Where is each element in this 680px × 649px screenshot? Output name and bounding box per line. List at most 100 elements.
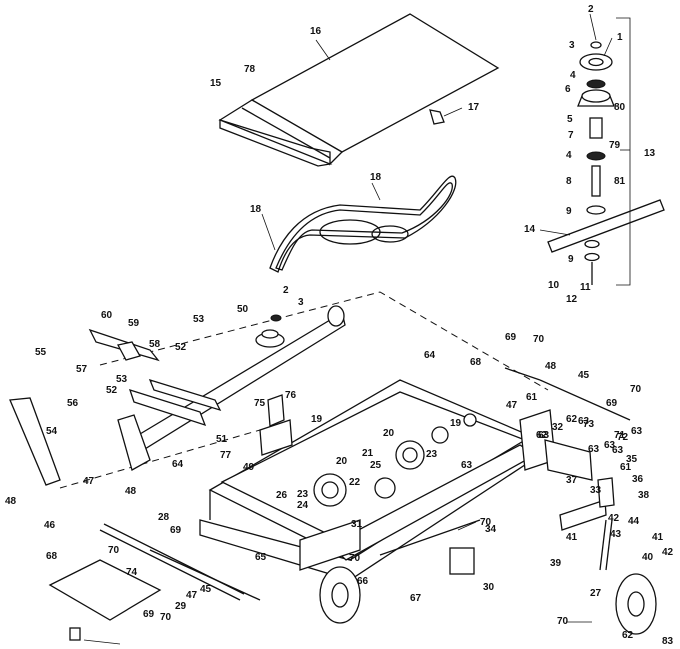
callout: 72 (617, 432, 629, 443)
linkage-rods (99, 519, 481, 601)
callout: 60 (101, 310, 113, 321)
spindle-assembly (547, 17, 665, 286)
callout: 83 (662, 636, 674, 647)
leader-lines (83, 13, 630, 645)
callout: 1 (617, 32, 623, 43)
left-arms (9, 328, 222, 486)
callout: 70 (349, 553, 361, 564)
callout: 74 (126, 567, 138, 578)
callout: 33 (590, 485, 602, 496)
callout: 48 (5, 496, 17, 507)
callout: 69 (606, 398, 618, 409)
callout: 20 (383, 428, 395, 439)
callout: 38 (638, 490, 650, 501)
callout: 70 (557, 616, 569, 627)
callout: 9 (568, 254, 574, 265)
callout: 79 (609, 140, 621, 151)
callout: 40 (642, 552, 654, 563)
lower-plate (48, 559, 162, 641)
callout: 64 (424, 350, 436, 361)
callout: 63 (631, 426, 643, 437)
callout: 70 (160, 612, 172, 623)
callout: 76 (285, 390, 297, 401)
callout: 73 (583, 419, 595, 430)
callout: 70 (480, 517, 492, 528)
callout: 20 (336, 456, 348, 467)
callout: 41 (566, 532, 578, 543)
callout: 63 (578, 416, 590, 427)
callout-labels: 2 3 1 4 6 5 80 7 79 4 13 8 81 9 14 9 10 … (5, 4, 674, 647)
callout: 62 (622, 630, 634, 641)
callout: 55 (35, 347, 47, 358)
deck-cover (218, 13, 500, 167)
callout: 71 (614, 430, 626, 441)
callout: 54 (46, 426, 58, 437)
callout: 64 (172, 459, 184, 470)
callout: 63 (461, 460, 473, 471)
callout: 36 (632, 474, 644, 485)
callout: 35 (626, 454, 638, 465)
callout: 51 (216, 434, 228, 445)
callout: 22 (349, 477, 361, 488)
callout: 14 (524, 224, 536, 235)
callout: 8 (566, 176, 572, 187)
callout: 18 (250, 204, 262, 215)
callout: 32 (552, 422, 564, 433)
callout: 63 (612, 445, 624, 456)
callout: 29 (175, 601, 187, 612)
callout: 78 (244, 64, 256, 75)
callout: 70 (533, 334, 545, 345)
callout: 9 (566, 206, 572, 217)
callout: 11 (580, 282, 591, 293)
callout: 18 (370, 172, 382, 183)
callout: 42 (662, 547, 674, 558)
callout: 77 (220, 450, 232, 461)
callout: 68 (470, 357, 482, 368)
callout: 4 (570, 70, 576, 81)
callout: 52 (106, 385, 118, 396)
callout: 44 (628, 516, 640, 527)
callout: 49 (243, 462, 255, 473)
callout: 3 (298, 297, 304, 308)
callout: 21 (362, 448, 374, 459)
mower-deck (199, 379, 542, 581)
callout: 13 (644, 148, 656, 159)
callout: 23 (297, 489, 309, 500)
callout: 26 (276, 490, 288, 501)
callout: 61 (526, 392, 538, 403)
callout: 46 (44, 520, 56, 531)
callout: 80 (614, 102, 626, 113)
callout: 12 (566, 294, 578, 305)
callout: 69 (143, 609, 155, 620)
drive-belt (269, 175, 457, 273)
callout: 52 (175, 342, 187, 353)
callout: 47 (83, 476, 95, 487)
callout: 70 (108, 545, 120, 556)
callout: 50 (237, 304, 249, 315)
callout: 2 (588, 4, 594, 15)
callout: 75 (254, 398, 266, 409)
callout: 69 (170, 525, 182, 536)
frame-outline (59, 291, 549, 489)
caster-wheels (319, 519, 657, 635)
callout: 59 (128, 318, 140, 329)
callout: 31 (351, 519, 363, 530)
callout: 42 (608, 513, 620, 524)
callout: 53 (116, 374, 128, 385)
callout: 41 (652, 532, 664, 543)
callout: 25 (370, 460, 382, 471)
callout: 47 (506, 400, 518, 411)
callout: 62 (566, 414, 578, 425)
callout: 56 (67, 398, 79, 409)
callout: 45 (200, 584, 212, 595)
callout: 19 (311, 414, 323, 425)
callout: 34 (485, 524, 497, 535)
callout: 63 (588, 444, 600, 455)
callout: 69 (505, 332, 517, 343)
callout: 63 (538, 430, 550, 441)
callout: 48 (545, 361, 557, 372)
callout: 5 (567, 114, 573, 125)
callout: 48 (125, 486, 137, 497)
callout: 37 (566, 475, 578, 486)
